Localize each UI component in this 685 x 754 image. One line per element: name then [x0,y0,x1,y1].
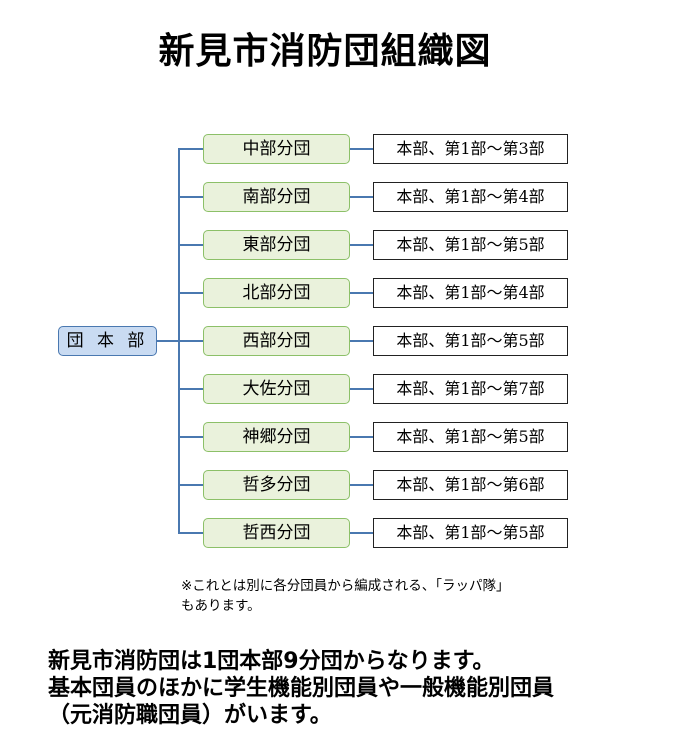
units-box: 本部、第1部～第3部 [373,134,568,164]
note-line: ※これとは別に各分団員から編成される、「ラッパ隊」 [181,578,510,594]
connector-units [350,196,374,198]
connector-units [350,148,374,150]
branch-box: 西部分団 [203,326,350,356]
connector-hq [157,340,179,342]
note: ※これとは別に各分団員から編成される、「ラッパ隊」 もあります。 [181,576,510,616]
units-box: 本部、第1部～第7部 [373,374,568,404]
connector-units [350,484,374,486]
summary-line: （元消防職団員）がいます。 [48,703,332,728]
branch-box: 中部分団 [203,134,350,164]
branch-box: 東部分団 [203,230,350,260]
connector-branch [178,148,204,150]
units-box: 本部、第1部～第4部 [373,182,568,212]
note-line: もあります。 [181,598,261,614]
connector-branch [178,484,204,486]
units-box: 本部、第1部～第5部 [373,422,568,452]
summary: 新見市消防団は1団本部9分団からなります。 基本団員のほかに学生機能別団員や一般… [48,648,554,729]
units-box: 本部、第1部～第5部 [373,326,568,356]
connector-branch [178,244,204,246]
connector-branch [178,292,204,294]
units-box: 本部、第1部～第4部 [373,278,568,308]
connector-units [350,292,374,294]
connector-units [350,244,374,246]
connector-units [350,388,374,390]
branch-box: 南部分団 [203,182,350,212]
connector-branch [178,388,204,390]
connector-branch [178,340,204,342]
connector-units [350,340,374,342]
connector-units [350,532,374,534]
units-box: 本部、第1部～第5部 [373,230,568,260]
connector-units [350,436,374,438]
summary-line: 基本団員のほかに学生機能別団員や一般機能別団員 [48,676,555,701]
headquarters-box: 団 本 部 [58,326,157,356]
branch-box: 大佐分団 [203,374,350,404]
units-box: 本部、第1部～第5部 [373,518,568,548]
branch-box: 哲西分団 [203,518,350,548]
branch-box: 北部分団 [203,278,350,308]
connector-branch [178,532,204,534]
branch-box: 哲多分団 [203,470,350,500]
branch-box: 神郷分団 [203,422,350,452]
chart-title: 新見市消防団組織図 [158,31,492,72]
connector-branch [178,436,204,438]
units-box: 本部、第1部～第6部 [373,470,568,500]
summary-line: 新見市消防団は1団本部9分団からなります。 [48,649,495,674]
connector-branch [178,196,204,198]
